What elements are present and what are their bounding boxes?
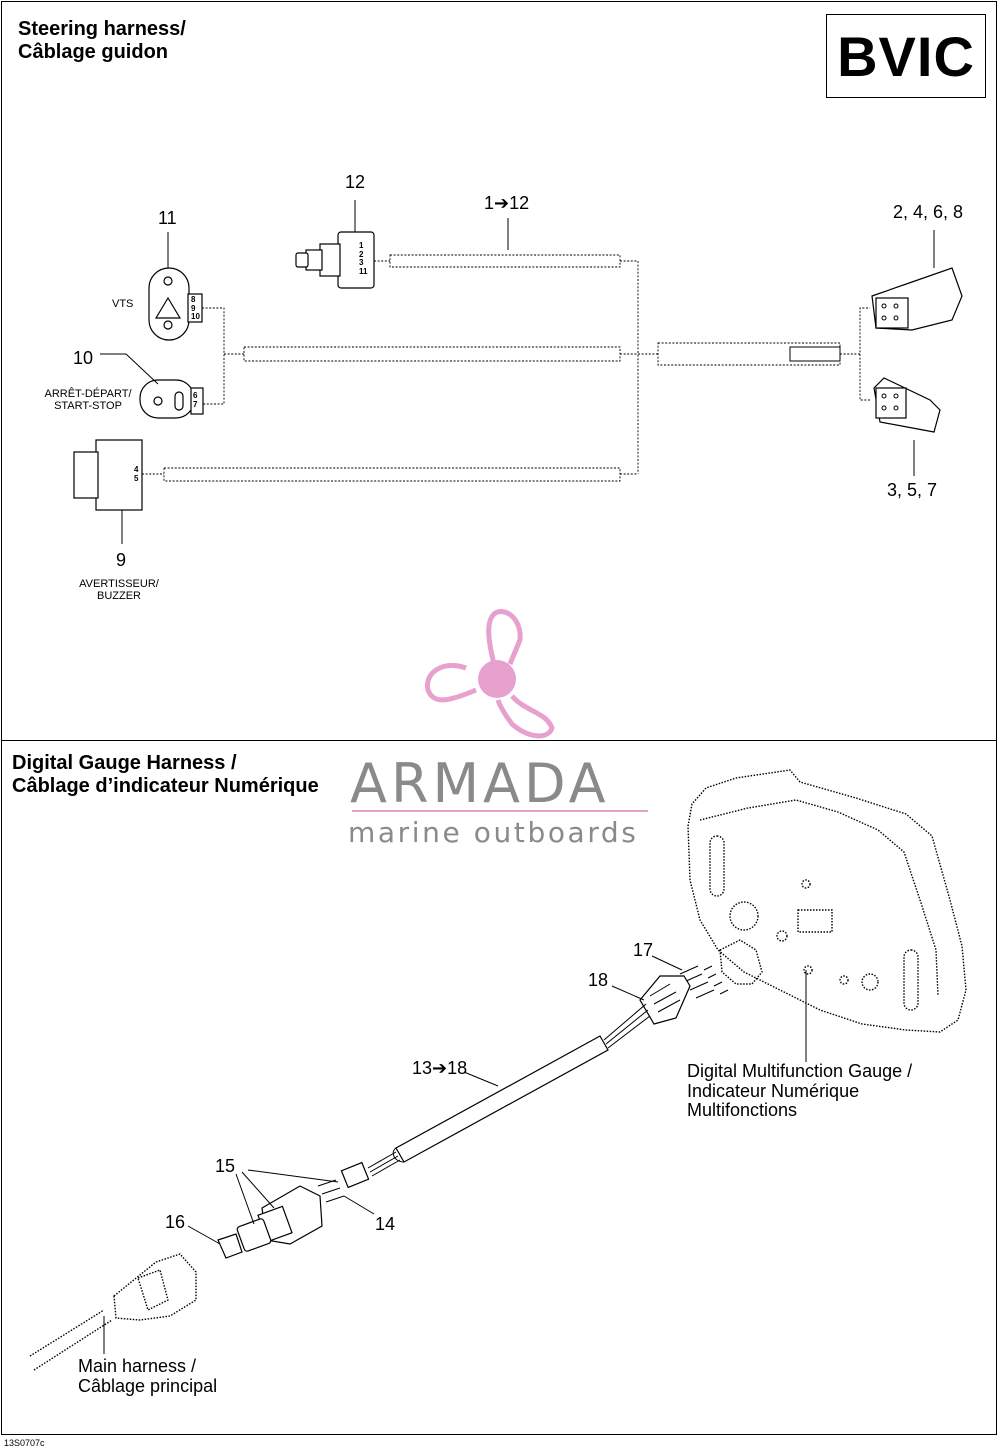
pins-connector-10: 6 7 (193, 391, 198, 409)
gauge-description-line3: Multifonctions (687, 1100, 798, 1120)
gauge-title-line2: Câblage d’indicateur Numérique (12, 775, 319, 797)
callout-18: 18 (588, 970, 609, 990)
gauge-description-line2: Indicateur Numérique (687, 1080, 860, 1101)
pin-label: 4 (134, 465, 139, 474)
section-divider (1, 740, 997, 741)
connector-11-drawing (148, 232, 225, 405)
label-start-stop-line1: ARRÊT-DÉPART/ (44, 388, 132, 400)
label-vts: VTS (112, 298, 134, 310)
pin-label: 8 (191, 295, 196, 304)
steering-section-title: Steering harness/ Câblage guidon (18, 18, 186, 64)
connector-15-drawing (235, 1169, 339, 1252)
pin-label: 3 (359, 258, 364, 267)
connector-2468-drawing (871, 230, 963, 331)
watermark-name: ARMADA (350, 752, 610, 815)
pin-label: 1 (359, 241, 364, 250)
pins-buzzer-9: 4 5 (134, 465, 139, 483)
gauge-description-line1: Digital Multifunction Gauge / (687, 1061, 913, 1081)
steering-trunk-cable (224, 307, 870, 401)
label-start-stop: ARRÊT-DÉPART/ START-STOP (40, 388, 136, 412)
main-harness-line2: Câblage principal (78, 1375, 218, 1396)
model-badge: BVIC (826, 14, 986, 98)
pin-label: 10 (191, 312, 200, 321)
pin-label: 2 (359, 249, 364, 259)
part-16-drawing (187, 1225, 243, 1259)
cable-13-18-drawing (367, 1003, 651, 1177)
watermark-rule (352, 810, 648, 812)
steering-title-line2: Câblage guidon (18, 41, 168, 63)
buzzer-9-drawing (73, 439, 638, 544)
callout-14: 14 (375, 1214, 396, 1234)
label-buzzer-line1: AVERTISSEUR/ (79, 578, 159, 590)
pin-label: 5 (134, 473, 139, 483)
pin-label: 9 (191, 303, 196, 313)
connector-357-drawing (873, 377, 941, 476)
callout-3-5-7: 3, 5, 7 (887, 480, 938, 500)
terminals-17-drawing (651, 955, 729, 999)
label-start-stop-line2: START-STOP (54, 400, 122, 412)
pins-connector-11: 8 9 10 (191, 295, 200, 322)
main-harness-line1: Main harness / (78, 1356, 197, 1376)
callout-11: 11 (158, 208, 177, 228)
drawing-code: 13S0707c (4, 1438, 45, 1448)
connector-18-drawing (611, 975, 691, 1025)
pin-label: 11 (359, 266, 368, 276)
part-14-drawing (317, 1161, 375, 1215)
callout-12: 12 (345, 172, 366, 192)
label-buzzer: AVERTISSEUR/ BUZZER (70, 578, 168, 602)
gauge-section-title: Digital Gauge Harness / Câblage d’indica… (12, 752, 319, 798)
callout-2-4-6-8: 2, 4, 6, 8 (893, 202, 964, 222)
callout-10: 10 (73, 348, 94, 368)
callout-1-to-12: 1➔12 (484, 193, 530, 213)
armada-logo-icon (425, 609, 555, 739)
steering-title-line1: Steering harness/ (18, 18, 186, 40)
label-buzzer-line2: BUZZER (97, 590, 141, 602)
pins-connector-12: 1 2 3 11 (359, 241, 368, 276)
connector-10-drawing (100, 353, 204, 419)
callout-16: 16 (165, 1212, 186, 1232)
cable-to-12 (374, 218, 639, 474)
callout-9: 9 (116, 550, 127, 570)
callout-17: 17 (633, 940, 654, 960)
callout-13-to-18: 13➔18 (412, 1058, 468, 1078)
connector-12-drawing (295, 200, 375, 289)
digital-gauge-drawing (687, 769, 967, 1062)
main-harness-description: Main harness / Câblage principal (78, 1356, 218, 1396)
gauge-title-line1: Digital Gauge Harness / (12, 752, 237, 774)
watermark-tagline: marine outboards (348, 816, 639, 849)
main-harness-drawing (29, 1253, 197, 1371)
pin-label: 7 (193, 399, 198, 409)
callout-15: 15 (215, 1156, 236, 1176)
pin-label: 6 (193, 391, 198, 400)
gauge-description: Digital Multifunction Gauge / Indicateur… (687, 1061, 913, 1121)
